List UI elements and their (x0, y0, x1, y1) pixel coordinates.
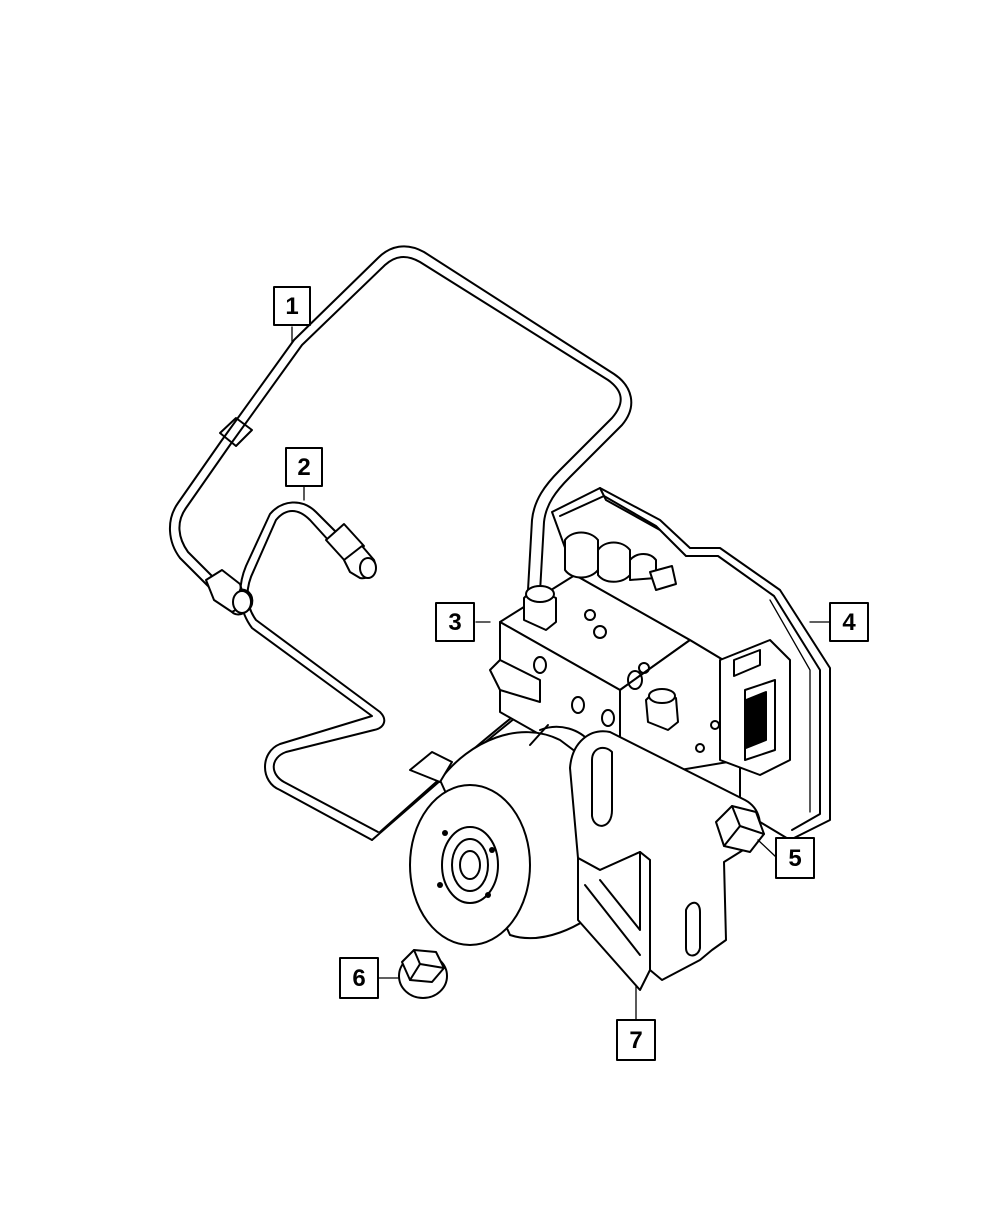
svg-text:2: 2 (297, 454, 310, 481)
mounting-bracket (569, 730, 761, 991)
callout-1: 1 (273, 286, 311, 326)
brake-tube-2 (232, 501, 663, 841)
callout-7: 7 (616, 1019, 656, 1061)
electronic-control-module (551, 487, 831, 841)
bolt-5 (715, 805, 765, 853)
brake-tube-1 (169, 245, 633, 616)
callout-5: 5 (775, 837, 815, 879)
svg-text:5: 5 (788, 845, 801, 872)
callout-3: 3 (435, 602, 475, 642)
leader-lines (291, 326, 831, 1021)
nut-6 (398, 949, 448, 999)
callout-4: 4 (829, 602, 869, 642)
pump-motor (409, 724, 611, 946)
svg-text:1: 1 (285, 293, 298, 320)
svg-text:6: 6 (352, 965, 365, 992)
callout-2: 2 (285, 447, 323, 487)
svg-text:7: 7 (629, 1027, 642, 1054)
callout-6: 6 (339, 957, 379, 999)
svg-text:3: 3 (448, 609, 461, 636)
svg-text:4: 4 (842, 609, 856, 636)
